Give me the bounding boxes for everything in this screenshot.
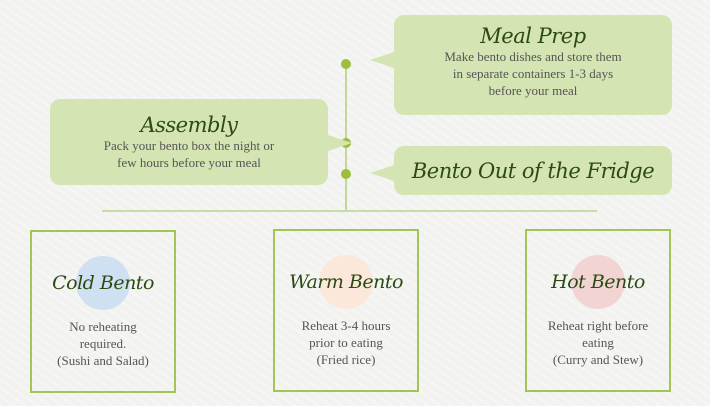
assembly-desc-line: few hours before your meal — [117, 155, 261, 170]
meal-prep-title: Meal Prep — [480, 24, 586, 48]
assembly-title: Assembly — [140, 113, 238, 137]
cold-bento-desc: No reheating required. (Sushi and Salad) — [32, 318, 174, 369]
timeline-dot-meal-prep — [341, 59, 351, 69]
desc-line: prior to eating — [309, 335, 383, 350]
assembly-desc-line: Pack your bento box the night or — [103, 138, 275, 153]
desc-line: Reheat right before — [547, 318, 649, 333]
desc-line: (Sushi and Salad) — [57, 353, 149, 368]
hot-bento-circle — [571, 255, 625, 309]
cold-bento-card: Cold Bento No reheating required. (Sushi… — [30, 230, 176, 393]
cold-bento-title: Cold Bento — [52, 272, 154, 294]
hot-bento-card: Hot Bento Reheat right before eating (Cu… — [525, 229, 671, 392]
meal-prep-bubble: .b1::before{top:37px} Meal Prep Make ben… — [370, 15, 672, 115]
cold-bento-circle — [76, 256, 130, 310]
desc-line: eating — [582, 335, 614, 350]
meal-prep-desc-line: before your meal — [488, 83, 578, 98]
desc-line: Reheat 3-4 hours — [301, 318, 391, 333]
warm-bento-card: Warm Bento Reheat 3-4 hours prior to eat… — [273, 229, 419, 392]
out-of-fridge-bubble: Bento Out of the Fridge — [370, 146, 672, 195]
out-of-fridge-title: Bento Out of the Fridge — [411, 159, 655, 183]
desc-line: required. — [79, 336, 127, 351]
hot-bento-desc: Reheat right before eating (Curry and St… — [527, 317, 669, 368]
desc-line: No reheating — [69, 319, 137, 334]
warm-bento-desc: Reheat 3-4 hours prior to eating (Fried … — [275, 317, 417, 368]
desc-line: (Curry and Stew) — [552, 352, 644, 367]
meal-prep-desc-line: Make bento dishes and store them — [444, 49, 622, 64]
warm-bento-circle — [319, 255, 373, 309]
assembly-bubble: Assembly Pack your bento box the night o… — [50, 99, 352, 185]
meal-prep-desc-line: in separate containers 1-3 days — [452, 66, 614, 81]
timeline-horizontal-line — [102, 210, 597, 212]
timeline-dot-out-of-fridge — [341, 169, 351, 179]
hot-bento-title: Hot Bento — [551, 271, 645, 293]
desc-line: (Fried rice) — [316, 352, 376, 367]
warm-bento-title: Warm Bento — [289, 271, 403, 293]
